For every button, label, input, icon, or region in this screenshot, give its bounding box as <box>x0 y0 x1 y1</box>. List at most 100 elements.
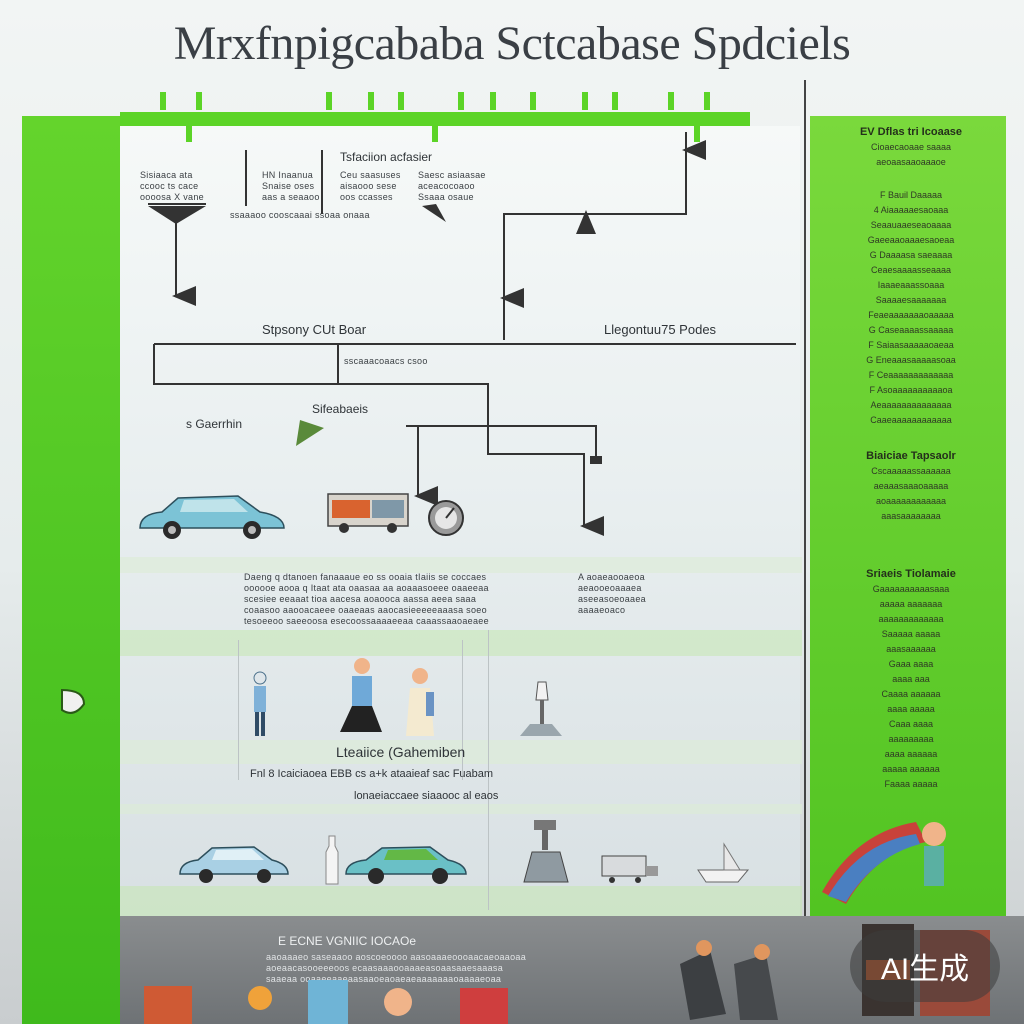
bar-tick <box>668 92 674 110</box>
left-mid-sub: sscaaacoaacs csoo <box>344 356 428 366</box>
bottle-icon <box>325 835 339 885</box>
lower-heading: Lteaiice (Gahemiben <box>336 744 466 760</box>
col-c-line: aisaooo sese <box>340 181 397 191</box>
bottom-flow <box>153 344 604 536</box>
machine-illustration <box>523 820 569 883</box>
funnel-shape <box>148 206 206 224</box>
col-b-line: Snaise oses <box>262 181 315 191</box>
dial-icon <box>428 500 464 536</box>
panel-line: aeaaasaaaoaaaaa <box>873 481 949 491</box>
panel-line: Ceaesaaaasseaaaa <box>870 265 952 275</box>
slant-shape <box>422 204 446 222</box>
panel-line: Feaeaaaaaaaoaaaaa <box>868 310 954 320</box>
footer-illustrations <box>144 980 508 1024</box>
bar-tick <box>694 124 700 142</box>
green-node-mark <box>296 420 324 446</box>
divider-line <box>804 80 806 916</box>
bar-tick <box>432 124 438 142</box>
text-line: aseeasoeoaaea <box>578 594 646 604</box>
text-line: A aoaeaooaeoa <box>578 572 645 582</box>
bar-tick <box>458 92 464 110</box>
boat-illustration <box>697 842 750 883</box>
panel-line: Saaaaesaaaaaaa <box>875 295 947 305</box>
under-row-label: ssaaaoo cooscaaai ssoaa onaaa <box>230 210 370 220</box>
person-standing-illustration <box>406 668 434 736</box>
right-info-panel: EV Dflas tri Icoaase Cioaecaoaae saaaa a… <box>826 126 996 792</box>
leaf-icon <box>61 688 86 714</box>
col-c-line: Ceu saasuses <box>340 170 401 180</box>
bar-tick <box>530 92 536 110</box>
panel-line: Gaeeaaoaaaesaoeaa <box>867 235 955 245</box>
footer-figures <box>680 940 778 1020</box>
stand-lamp-illustration <box>520 681 562 736</box>
left-mid-label: Stpsony CUt Boar <box>262 322 367 337</box>
flow-title: Tsfaciion acfasier <box>340 150 433 164</box>
bar-tick <box>196 92 202 110</box>
panel-line: aaaa aaaaa <box>887 704 935 714</box>
panel-line: aoaaaaaaaaaaaa <box>875 496 947 506</box>
section-band <box>120 804 802 814</box>
panel-line: Iaaaeaaassoaaa <box>877 280 945 290</box>
person-small-illustration <box>253 671 267 736</box>
panel-line: F Ceaaaaaaaaaaaaa <box>868 370 954 380</box>
bar-tick <box>612 92 618 110</box>
truck-illustration <box>327 493 409 533</box>
col-d-line: Ssaaa osaue <box>418 192 474 202</box>
panel-line: Saaaaa aaaaa <box>881 629 941 639</box>
right-info-panel-bg <box>810 116 1006 916</box>
footer-line: saaeaa ooaaeeaaeaasaaoeaoaeaeaaaaaaaoaaa… <box>266 974 502 984</box>
panel-line: Caaa aaaa <box>888 719 934 729</box>
col-c-line: oos ccasses <box>340 192 393 202</box>
car-illustration-light <box>179 846 289 883</box>
top-green-bar <box>120 112 750 126</box>
col-b-line: HN Inaanua <box>262 170 314 180</box>
section-band <box>120 630 802 656</box>
panel-line: G Eneaaasaaaaasoaa <box>866 355 956 365</box>
panel-line: Seaauaaeseaoaaaa <box>870 220 952 230</box>
panel-line: Gaaaaaaaaaasaaa <box>872 584 950 594</box>
section-band <box>120 740 802 764</box>
panel-line: Cioaecaoaae saaaa <box>870 142 952 152</box>
car-illustration-teal <box>345 846 467 884</box>
lower-line: Fnl 8 Icaiciaoea EBB cs a+k ataaieaf sac… <box>250 768 494 780</box>
panel-section-heading: EV Dflas tri Icoaase <box>859 126 963 138</box>
panel-line: Caaaa aaaaaa <box>881 689 941 699</box>
node-label: Sifeabaeis <box>312 402 369 416</box>
panel-line: Faaaa aaaaa <box>884 779 938 789</box>
panel-line: aaaa aaaaaa <box>884 749 938 759</box>
left-green-pillar <box>22 116 120 1024</box>
panel-section-heading: Sriaeis Tiolamaie <box>866 568 956 580</box>
panel-line: 4 Aiaaaaaesaoaaa <box>873 205 949 215</box>
panel-line: aaaa aaa <box>892 674 930 684</box>
panel-line: G Daaaasa saeaaaa <box>869 250 953 260</box>
bar-tick <box>704 92 710 110</box>
panel-line: aaaaaaaaaaaaa <box>878 614 944 624</box>
panel-line: aaaaa aaaaaaa <box>879 599 943 609</box>
bar-tick <box>186 124 192 142</box>
frame-line <box>238 640 239 780</box>
panel-line: Aeaaaaaaaaaaaaaa <box>870 400 952 410</box>
panel-line: Caaeaaaaaaaaaaaa <box>870 415 952 425</box>
col-a-line: oooosa X vane <box>140 192 204 202</box>
right-branch <box>406 425 597 462</box>
panel-line: aaaaa aaaaaa <box>882 764 940 774</box>
cart-illustration <box>601 855 658 883</box>
lower-line2: lonaeiaccaee siaaooc al eaos <box>354 790 499 802</box>
car-illustration-blue <box>139 495 285 539</box>
frame-line <box>462 640 463 780</box>
panel-line: F Saiaasaaaaaoaeaa <box>868 340 954 350</box>
panel-line: G Caseaaaassaaaaa <box>868 325 954 335</box>
text-line: tesoeeoo saeeoosa esecoossaaaaeeaa caaas… <box>244 616 489 626</box>
bar-tick <box>582 92 588 110</box>
text-line: oooooe aooa q Itaat ata oaasaa aa aoaaas… <box>244 583 489 593</box>
node-block <box>590 456 602 464</box>
bar-tick <box>398 92 404 110</box>
text-line: Daeng q dtanoen fanaaaue eo ss ooaia tIa… <box>244 572 487 582</box>
section-band <box>120 557 802 573</box>
text-line: scesiee eeaaat tioa aacesa aoaooca aassa… <box>244 594 477 604</box>
panel-line: Cscaaaaassaaaaaa <box>871 466 951 476</box>
frame-line <box>488 630 489 910</box>
diagram-title: Mrxfnpigcababa Sctcabase Spdciels <box>173 17 851 70</box>
person-seated-illustration <box>340 658 382 732</box>
